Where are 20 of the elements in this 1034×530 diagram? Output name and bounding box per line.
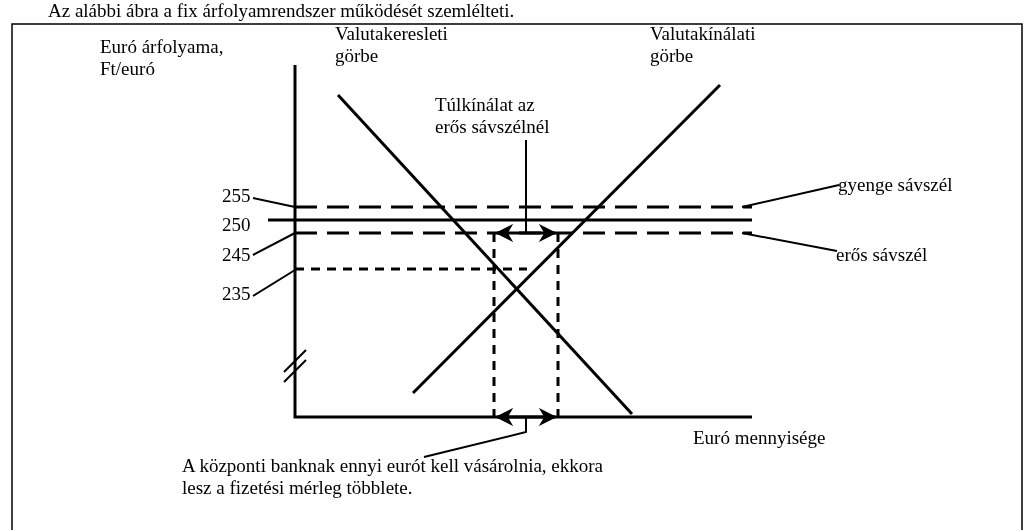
leader-line [252,232,296,256]
intro-text: Az alábbi ábra a fix árfolyamrendszer működését szemlélteti. [48,0,515,22]
leader-line [525,139,527,234]
curve-label: Valutakínálati görbe [650,23,757,67]
callout-text: Túlkínálat az erős sávszélnél [435,94,570,138]
leader-line [252,197,296,208]
axis-title: Euró árfolyama, Ft/euró [100,36,225,80]
tick-label: 255 [222,185,251,207]
axis-title: Euró mennyisége [693,427,826,449]
tick-label: 250 [222,214,251,236]
leader-line [252,269,296,297]
tick-label: 235 [222,283,251,305]
curve-label: Valutakeresleti görbe [335,23,449,67]
leader-line [423,416,527,458]
callout-text: erős sávszél [836,244,928,266]
callout-text: gyenge sávszél [838,174,953,196]
callout-text: A központi banknak ennyi eurót kell vásárolnia, ekkora lesz a fizetési mérleg többlete. [182,455,622,499]
tick-label: 245 [222,244,251,266]
leader-line [741,232,838,252]
leader-line [741,184,840,208]
